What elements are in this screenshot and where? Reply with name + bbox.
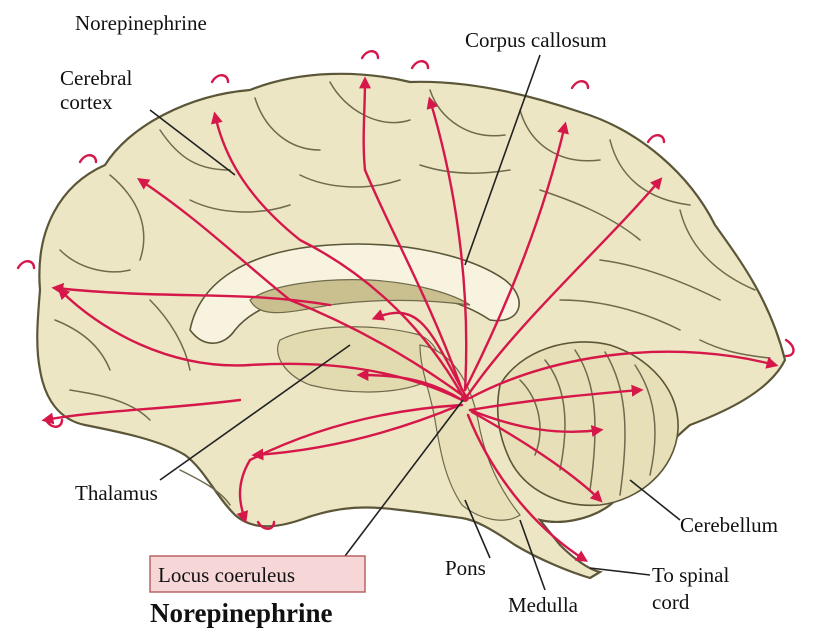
cerebral-cortex-label-line1: Cerebral (60, 66, 132, 90)
corpus-callosum-label: Corpus callosum (465, 28, 607, 52)
bottom-title: Norepinephrine (150, 598, 333, 628)
cerebellum-label: Cerebellum (680, 513, 778, 537)
thalamus-label: Thalamus (75, 481, 158, 505)
locus-coeruleus-label: Locus coeruleus (158, 563, 295, 587)
pons-label: Pons (445, 556, 486, 580)
medulla-label: Medulla (508, 593, 579, 617)
to-spinal-cord-label-line1: To spinal (652, 563, 729, 587)
to-spinal-cord-label-line2: cord (652, 590, 690, 614)
top-title: Norepinephrine (75, 11, 207, 35)
cerebral-cortex-label-line2: cortex (60, 90, 113, 114)
